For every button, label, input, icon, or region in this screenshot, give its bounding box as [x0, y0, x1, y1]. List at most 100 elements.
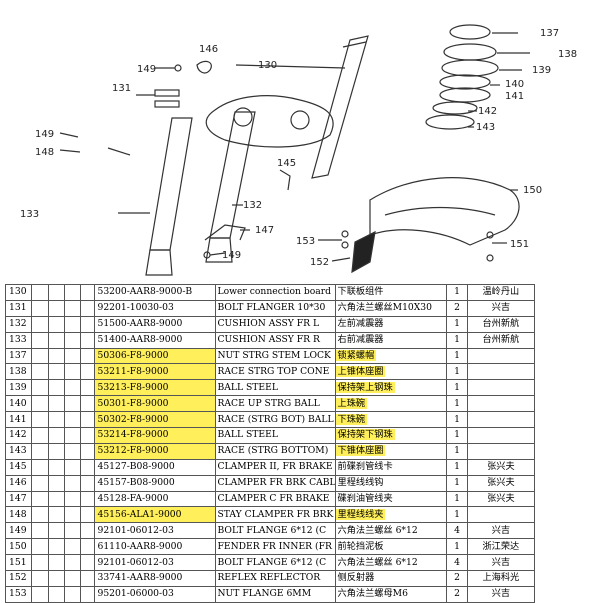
callout-147: 147 [255, 225, 274, 236]
callout-140: 140 [505, 79, 524, 90]
chinese-name-text: 前碟刹管线卡 [337, 461, 393, 473]
blank-cell [80, 411, 96, 429]
blank-cell [31, 474, 49, 492]
supplier-cell [466, 411, 536, 429]
chinese-name-cell: 六角法兰螺丝M10X30 [334, 299, 448, 317]
supplier-cell: 张兴夫 [466, 458, 536, 476]
supplier-cell: 张兴夫 [466, 474, 536, 492]
chinese-name-cell: 下联板组件 [334, 284, 448, 301]
supplier-cell: 兴吉 [466, 554, 536, 572]
chinese-name-text: 里程线线钩 [337, 477, 384, 489]
part-number-cell: 45127-B08-9000 [94, 458, 216, 476]
blank-cell [47, 315, 65, 333]
callout-146: 146 [199, 44, 218, 55]
blank-cell [63, 427, 82, 444]
front-fender-shape [369, 177, 520, 246]
chinese-name-cell: 前轮挡泥板 [334, 538, 448, 556]
chinese-name-text: 锁紧螺帽 [336, 350, 377, 361]
blank-cell [63, 284, 82, 301]
chinese-name-text: 侧反射器 [337, 572, 375, 584]
blank-cell [47, 570, 65, 587]
chinese-name-text: 六角法兰螺丝M10X30 [337, 302, 432, 314]
blank-cell [63, 363, 82, 381]
callout-142: 142 [478, 106, 497, 117]
blank-cell [31, 411, 49, 429]
chinese-name-cell: 侧反射器 [334, 570, 448, 587]
chinese-name-text: 上锥体座圈 [336, 365, 386, 377]
part-number-cell: 51500-AAR8-9000 [94, 315, 216, 333]
blank-cell [47, 331, 65, 349]
item-number-cell: 138 [4, 363, 33, 381]
english-name-cell: CUSHION ASSY FR R [214, 331, 336, 349]
item-number-cell: 139 [4, 379, 33, 397]
chinese-name-cell: 右前减震器 [334, 331, 448, 349]
quantity-cell: 1 [446, 442, 468, 460]
blank-cell [31, 490, 49, 508]
chinese-name-text: 下珠碗 [336, 413, 368, 425]
blank-cell [80, 506, 96, 524]
blank-cell [47, 347, 65, 365]
chinese-name-cell: 下锥体座圈 [334, 442, 448, 460]
supplier-cell [466, 363, 536, 381]
chinese-name-cell: 左前减震器 [334, 315, 448, 333]
english-name-cell: FENDER FR INNER (FR [214, 538, 336, 556]
chinese-name-text: 六角法兰螺母M6 [337, 588, 408, 600]
blank-cell [47, 474, 65, 492]
chinese-name-text: 里程线线夹 [336, 508, 386, 520]
blank-cell [63, 490, 82, 508]
callout-145: 145 [277, 158, 296, 169]
quantity-cell: 1 [446, 538, 468, 556]
blank-cell [63, 395, 82, 413]
blank-cell [31, 347, 49, 365]
chinese-name-text: 六角法兰螺丝 6*12 [337, 524, 418, 536]
blank-cell [80, 474, 96, 492]
callout-148: 148 [35, 147, 54, 158]
part-number-cell: 50301-F8-9000 [94, 395, 216, 413]
english-name-cell: NUT STRG STEM LOCK [214, 347, 336, 365]
chinese-name-text: 左前减震器 [337, 318, 384, 330]
blank-cell [31, 284, 49, 301]
chinese-name-cell: 下珠碗 [334, 411, 448, 429]
blank-cell [80, 442, 96, 460]
quantity-cell: 2 [446, 299, 468, 317]
english-name-cell: CLAMPER II, FR BRAKE [214, 458, 336, 476]
blank-cell [31, 427, 49, 444]
blank-cell [63, 442, 82, 460]
english-name-cell: REFLEX REFLECTOR [214, 570, 336, 587]
quantity-cell: 2 [446, 570, 468, 587]
item-number-cell: 140 [4, 395, 33, 413]
blank-cell [63, 379, 82, 397]
english-name-cell: RACE STRG TOP CONE [214, 363, 336, 381]
quantity-cell: 1 [446, 427, 468, 444]
part-number-cell: 51400-AAR8-9000 [94, 331, 216, 349]
quantity-cell: 1 [446, 331, 468, 349]
callout-150: 150 [523, 185, 542, 196]
blank-cell [63, 331, 82, 349]
quantity-cell: 4 [446, 554, 468, 572]
chinese-name-cell: 碟刹油管线夹 [334, 490, 448, 508]
fork-left-shape [149, 117, 193, 251]
chinese-name-text: 下联板组件 [337, 286, 384, 298]
quantity-cell: 1 [446, 284, 468, 301]
blank-cell [31, 522, 49, 540]
blank-cell [63, 299, 82, 317]
blank-cell [47, 506, 65, 524]
chinese-name-cell: 前碟刹管线卡 [334, 458, 448, 476]
english-name-cell: RACE UP STRG BALL [214, 395, 336, 413]
blank-cell [80, 299, 96, 317]
chinese-name-text: 下锥体座圈 [336, 445, 386, 457]
blank-cell [80, 427, 96, 444]
supplier-cell: 温岭丹山 [466, 284, 536, 301]
quantity-cell: 1 [446, 379, 468, 397]
blank-cell [31, 299, 49, 317]
callout-137: 137 [540, 28, 559, 39]
item-number-cell: 133 [4, 331, 33, 349]
english-name-cell: BOLT FLANGER 10*30 [214, 299, 336, 317]
blank-cell [31, 315, 49, 333]
quantity-cell: 1 [446, 490, 468, 508]
item-number-cell: 143 [4, 442, 33, 460]
chinese-name-cell: 六角法兰螺丝 6*12 [334, 554, 448, 572]
callout-153: 153 [296, 236, 315, 247]
